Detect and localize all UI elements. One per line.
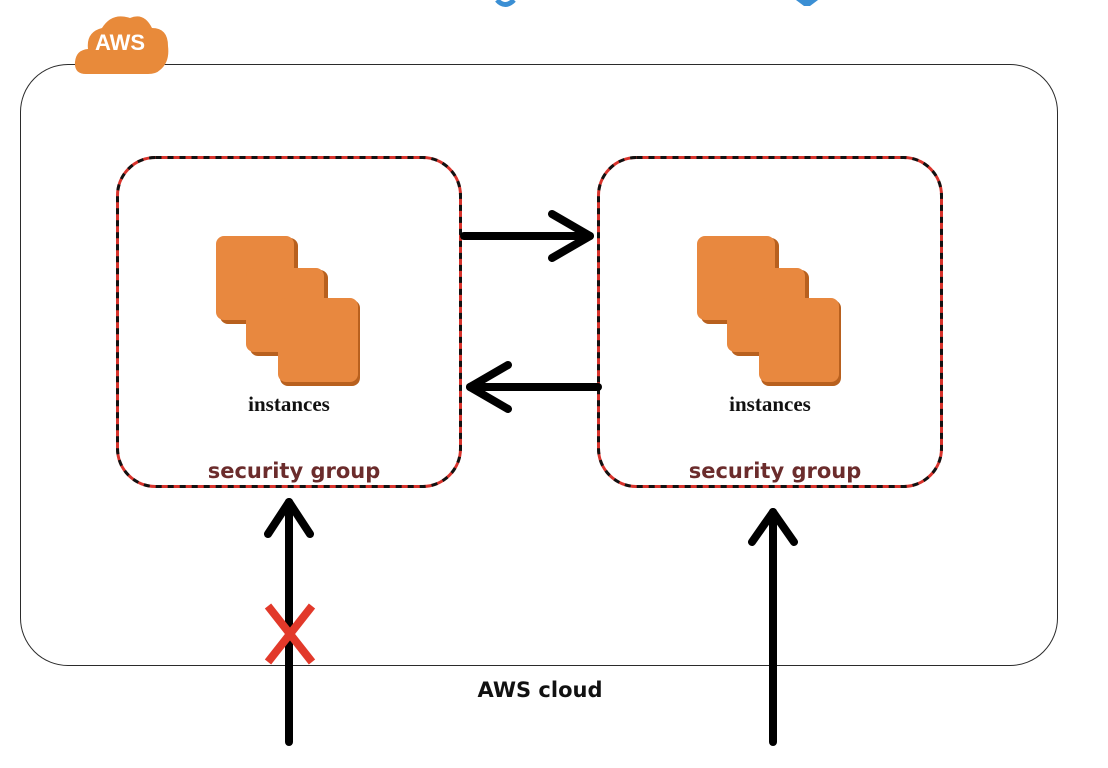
instances-label: instances <box>248 392 330 416</box>
instances-icon <box>216 236 360 386</box>
aws-cloud-container <box>20 64 1058 666</box>
top-clipped-fragments <box>495 0 818 7</box>
aws-logo-text: AWS <box>94 30 146 55</box>
aws-logo-icon <box>74 16 169 74</box>
instances-icon <box>697 236 841 386</box>
aws-cloud-label: AWS cloud <box>477 678 603 702</box>
security-group-border <box>116 156 462 488</box>
security-group-label: security group <box>207 459 381 483</box>
security-group-border <box>597 156 943 488</box>
security-group-left: instances security group <box>116 156 462 488</box>
security-group-right: instances security group <box>597 156 943 488</box>
security-group-label: security group <box>688 459 862 483</box>
instances-label: instances <box>729 392 811 416</box>
